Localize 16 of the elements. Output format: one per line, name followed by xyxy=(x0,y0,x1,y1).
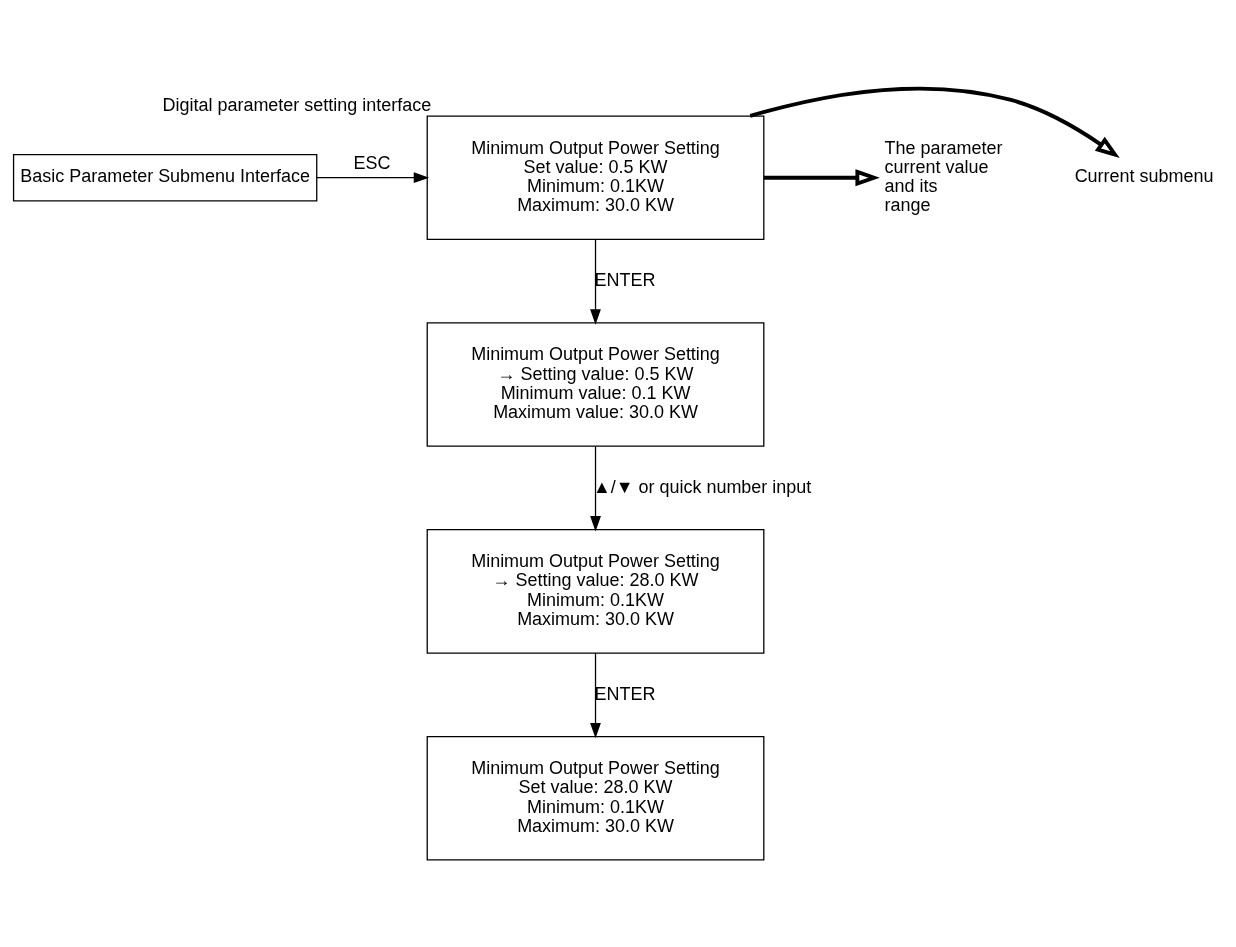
node-box: Minimum Output Power Setting Set value: 28.0 KW Minimum: 0.1KW Maximum: 30.0 KW xyxy=(426,735,765,860)
edge-label: ▲/▼ or quick number input xyxy=(592,476,812,497)
node-box: Minimum Output Power Setting → Setting value: 28.0 KW Minimum: 0.1KW Maximum: 30.0 KW xyxy=(426,528,765,654)
edge-label: ENTER xyxy=(594,269,656,290)
arrow xyxy=(590,445,601,532)
node-box: Minimum Output Power Setting → Setting value: 0.5 KW Minimum value: 0.1 KW Maximum value: 30.0 KW xyxy=(426,321,765,447)
edge-label: ESC xyxy=(353,152,391,173)
arrow xyxy=(749,86,1120,158)
node-text: The parameter current value and its range xyxy=(884,137,1003,215)
arrow xyxy=(763,168,880,186)
node-box: Basic Parameter Submenu Interface xyxy=(12,153,318,201)
edge-label: ENTER xyxy=(594,683,656,704)
node-text: Current submenu xyxy=(1074,165,1214,186)
arrow xyxy=(316,171,430,183)
node-box: Minimum Output Power Setting Set value: 0.5 KW Minimum: 0.1KW Maximum: 30.0 KW xyxy=(426,114,765,240)
node-label: Digital parameter setting interface xyxy=(162,94,432,115)
